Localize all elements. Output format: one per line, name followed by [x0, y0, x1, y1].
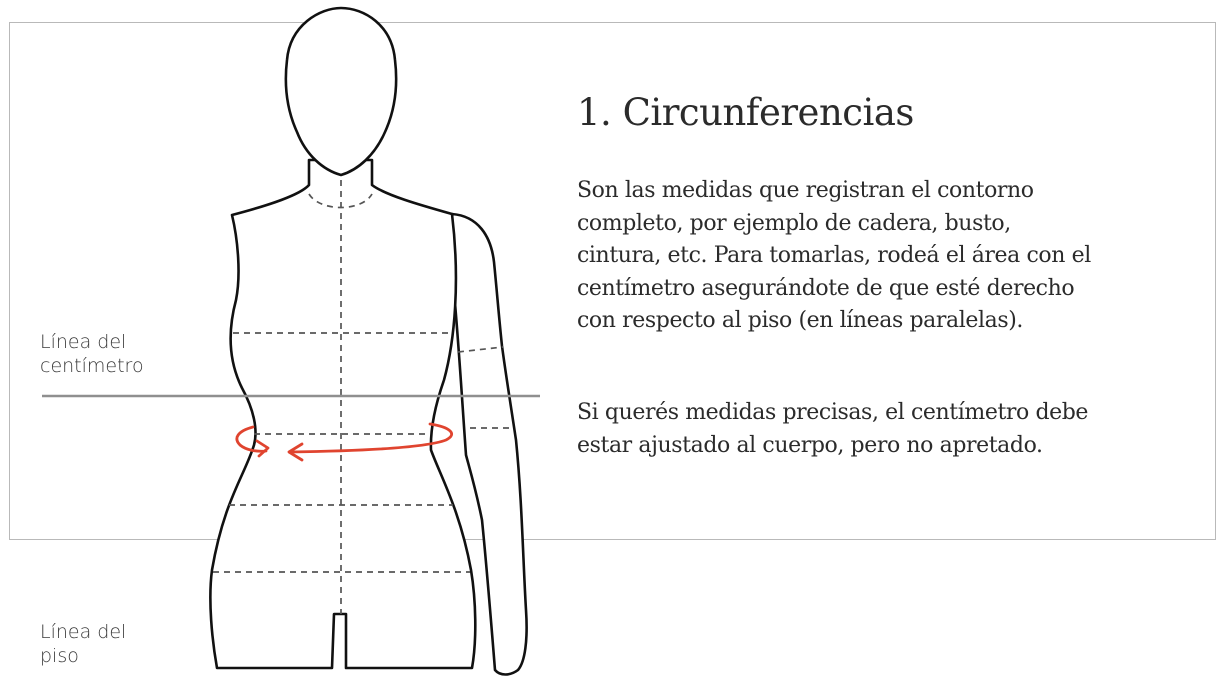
neck-guide [308, 193, 373, 209]
floor-line-label-line-2: piso [40, 645, 79, 667]
measurement-guides [213, 180, 512, 614]
mannequin-torso [209, 158, 477, 670]
paragraph-line: centímetro asegurándote de que esté dere… [577, 275, 1075, 301]
content-frame [9, 22, 1216, 540]
section-title: 1. Circunferencias [577, 91, 914, 134]
mannequin-arm [450, 212, 528, 676]
arrow-loop [235, 422, 453, 454]
upper-arm-guide [457, 346, 504, 353]
floor-line-label: Línea del piso [40, 620, 210, 668]
paragraph-line: cintura, etc. Para tomarlas, rodeá el ár… [577, 243, 1091, 268]
paragraph-line: Son las medidas que registran el contorn… [577, 178, 1034, 203]
floor-line-label-line-1: Línea del [40, 621, 127, 643]
arrow-head-right [255, 439, 270, 458]
paragraph-line: estar ajustado al cuerpo, pero no apreta… [577, 432, 1043, 458]
mannequin-body [209, 6, 528, 676]
tape-line-label-line-1: Línea del [40, 331, 127, 353]
tape-line-label: Línea del centímetro [40, 330, 210, 378]
paragraph-line: completo, por ejemplo de cadera, busto, [577, 210, 1011, 236]
paragraph-line: Si querés medidas precisas, el centímetr… [577, 400, 1089, 425]
arrow-head-left [287, 442, 304, 462]
mannequin-head [284, 6, 398, 177]
description-paragraph: Son las medidas que registran el contorn… [577, 175, 1217, 338]
paragraph-line: con respecto al piso (en líneas paralela… [577, 308, 1023, 333]
circumference-arrow [235, 422, 453, 462]
tape-line-label-line-2: centímetro [40, 355, 144, 377]
precision-tip-paragraph: Si querés medidas precisas, el centímetr… [577, 397, 1217, 462]
